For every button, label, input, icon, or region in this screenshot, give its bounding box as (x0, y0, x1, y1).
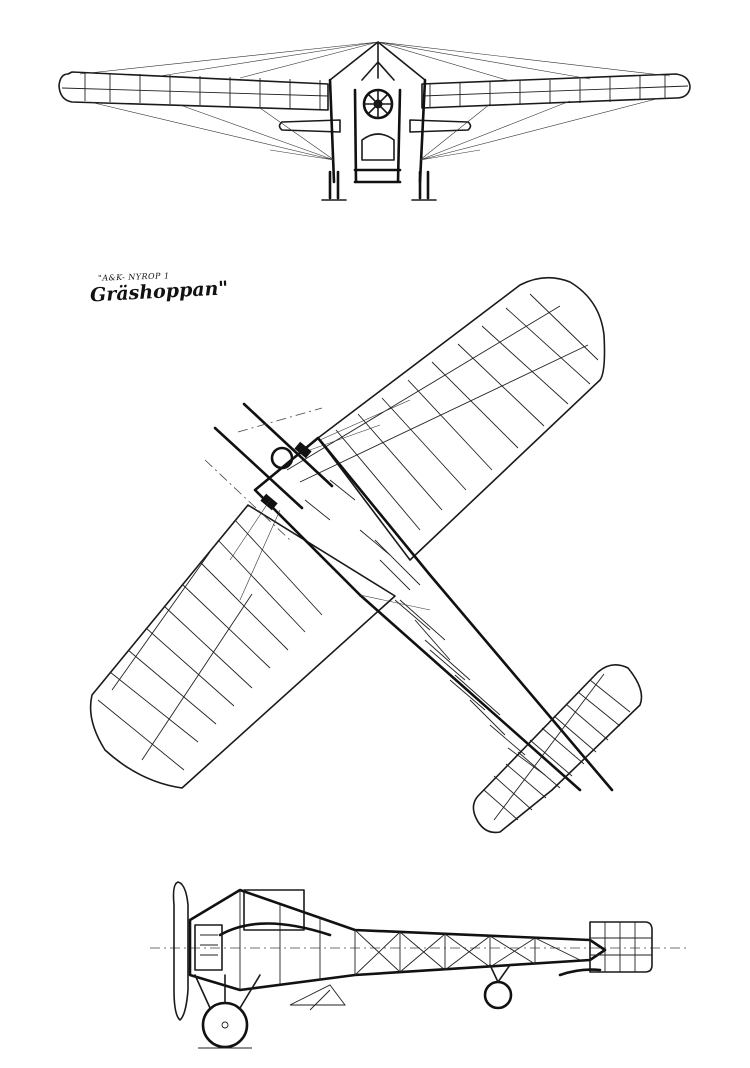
side-view (150, 881, 690, 1049)
front-pylon (329, 41, 426, 81)
plan-wing-right (317, 276, 606, 561)
plan-bracing-wires (229, 399, 431, 611)
front-landing-gear (328, 170, 430, 200)
plan-wing-ribs (335, 293, 599, 531)
front-bracing-wires (79, 41, 671, 161)
plan-engine (270, 446, 294, 470)
front-fuselage (328, 78, 427, 184)
front-wing (58, 71, 691, 111)
plan-tailplane (472, 664, 643, 834)
front-view (58, 41, 691, 201)
side-fuselage (188, 888, 607, 992)
side-propeller (172, 881, 189, 1021)
plan-view (89, 276, 643, 834)
plan-wing-left (89, 504, 396, 789)
side-tail-wheel (483, 980, 513, 1010)
plan-fuselage (253, 436, 614, 792)
side-engine (194, 924, 223, 971)
side-rudder (589, 921, 653, 973)
front-tailplane (278, 119, 472, 133)
plan-propeller (213, 402, 334, 510)
side-pylon (243, 889, 305, 931)
side-main-wheel (201, 1001, 249, 1049)
